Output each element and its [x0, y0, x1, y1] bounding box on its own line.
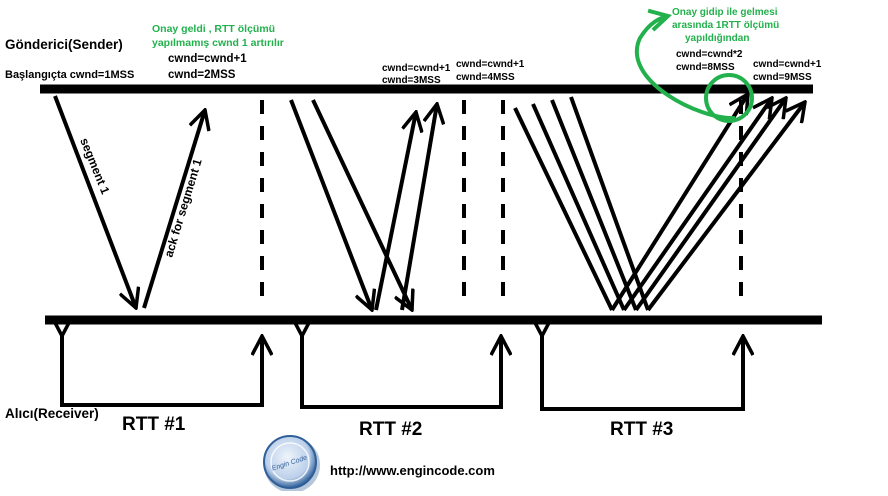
cwnd-a1: cwnd=cwnd+1 — [168, 53, 247, 65]
cwnd-d2: cwnd=8MSS — [676, 62, 735, 73]
rtt3-label: RTT #3 — [610, 419, 673, 440]
cwnd-a2: cwnd=2MSS — [168, 69, 236, 81]
green-note-arrow-icon — [635, 16, 736, 121]
website-url: http://www.engincode.com — [330, 463, 495, 478]
rtt2-label: RTT #2 — [359, 419, 422, 440]
cwnd-b2: cwnd=3MSS — [382, 75, 441, 86]
rtt-boundaries — [260, 100, 743, 308]
cwnd-c2: cwnd=4MSS — [456, 72, 515, 83]
cwnd-b1: cwnd=cwnd+1 — [382, 63, 451, 74]
ack-arrow — [142, 110, 205, 309]
note2-line1: Onay gidip ile gelmesi — [672, 7, 778, 18]
ack-label: ack for segment 1 — [161, 157, 204, 259]
rtt2-bracket — [302, 336, 501, 409]
rtt3-arrows — [513, 94, 805, 312]
sender-label: Gönderici(Sender) — [5, 37, 123, 52]
receiver-label: Alıcı(Receiver) — [5, 406, 99, 421]
rtt2-arrows — [289, 99, 437, 310]
segment-arrow — [53, 95, 136, 308]
rtt3-bracket — [542, 336, 743, 411]
rtt-brackets — [62, 336, 743, 411]
rtt1-bracket — [62, 336, 262, 407]
measurement-highlight-circle — [704, 73, 754, 123]
note1-line2: yapılmamış cwnd 1 artırılır — [152, 37, 284, 49]
engincode-logo: Engin Code — [263, 435, 320, 493]
cwnd-c1: cwnd=cwnd+1 — [456, 59, 525, 70]
rtt1-label: RTT #1 — [122, 414, 186, 435]
cwnd-e1: cwnd=cwnd+1 — [753, 59, 822, 70]
note2-line3: yapıldığından — [685, 33, 749, 44]
initial-cwnd-label: Başlangıçta cwnd=1MSS — [5, 69, 134, 81]
note1-line1: Onay geldi , RTT ölçümü — [152, 23, 275, 35]
cwnd-d1: cwnd=cwnd*2 — [676, 49, 743, 60]
cwnd-e2: cwnd=9MSS — [753, 72, 812, 83]
note2-line2: arasında 1RTT ölçümü — [672, 20, 779, 31]
